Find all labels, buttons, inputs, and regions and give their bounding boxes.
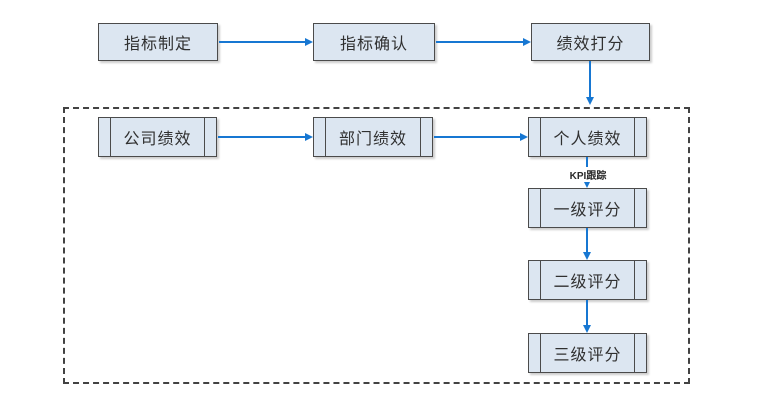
process-side-bar <box>540 189 541 227</box>
process-side-bar <box>540 261 541 299</box>
node-level-2-rating: 二级评分 <box>528 260 647 300</box>
node-label: 二级评分 <box>553 274 622 291</box>
node-label: 个人绩效 <box>553 131 622 148</box>
arrow-scoring-to-group <box>586 61 594 105</box>
node-label: 指标确认 <box>339 36 408 53</box>
node-label: 公司绩效 <box>123 131 192 148</box>
process-side-bar <box>325 118 326 156</box>
process-side-bar <box>634 189 635 227</box>
process-side-bar <box>634 261 635 299</box>
node-performance-scoring: 绩效打分 <box>531 23 650 61</box>
node-label: 绩效打分 <box>556 36 625 53</box>
arrow-confirmation-to-scoring <box>436 38 531 46</box>
process-side-bar <box>540 334 541 372</box>
arrow-level1-to-level2 <box>583 228 591 260</box>
node-level-1-rating: 一级评分 <box>528 188 647 228</box>
arrow-company-to-department <box>218 133 313 141</box>
node-label: 一级评分 <box>553 202 622 219</box>
arrow-level2-to-level3 <box>583 300 591 333</box>
kpi-tracking-label: KPI跟踪 <box>560 167 616 182</box>
arrow-formulation-to-confirmation <box>219 38 313 46</box>
node-individual-performance: 个人绩效 <box>528 117 647 157</box>
arrow-department-to-individual <box>434 133 528 141</box>
process-side-bar <box>634 118 635 156</box>
node-label: 三级评分 <box>553 347 622 364</box>
process-side-bar <box>634 334 635 372</box>
process-side-bar <box>420 118 421 156</box>
process-side-bar <box>540 118 541 156</box>
node-indicator-confirmation: 指标确认 <box>313 23 435 61</box>
node-level-3-rating: 三级评分 <box>528 333 647 373</box>
process-side-bar <box>204 118 205 156</box>
node-indicator-formulation: 指标制定 <box>98 23 218 61</box>
node-label: 部门绩效 <box>338 131 407 148</box>
node-label: 指标制定 <box>123 36 192 53</box>
node-company-performance: 公司绩效 <box>98 117 217 157</box>
process-side-bar <box>110 118 111 156</box>
node-department-performance: 部门绩效 <box>313 117 433 157</box>
kpi-group-container <box>63 107 690 384</box>
